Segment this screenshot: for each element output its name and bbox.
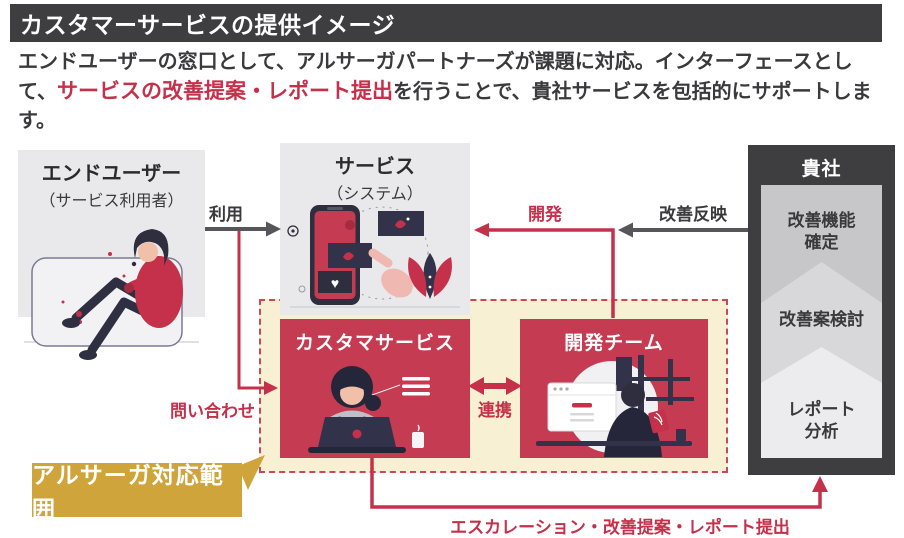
alsaga-scope-tag: アルサーガ対応範囲 <box>32 462 242 522</box>
intro-highlight: サービスの改善提案・レポート提出 <box>57 79 393 103</box>
end-user-box: エンドユーザー （サービス利用者） <box>18 150 205 360</box>
title-bar: カスタマーサービスの提供イメージ <box>10 4 882 42</box>
service-subtitle: （システム） <box>327 186 423 203</box>
customer-service-title: カスタマサービス <box>294 333 455 354</box>
stage-label-improvement-review: 改善案検討 <box>779 310 864 329</box>
svg-text:♥: ♥ <box>331 275 339 291</box>
escalation-label: エスカレーション・改善提案・レポート提出 <box>450 518 790 537</box>
improvement-label: 改善反映 <box>659 205 727 224</box>
alsaga-scope-label: アルサーガ対応範囲 <box>32 462 224 522</box>
end-user-subtitle: （サービス利用者） <box>39 193 184 210</box>
inquiry-label: 問い合わせ <box>170 402 255 421</box>
collaboration-label: 連携 <box>478 401 512 420</box>
stage-label-report-analysis: レポート 分析 <box>787 400 856 442</box>
page-title: カスタマーサービスの提供イメージ <box>20 12 396 38</box>
customer-service-illustration <box>308 366 430 453</box>
company-title: 貴社 <box>801 159 842 180</box>
end-user-illustration <box>24 229 199 360</box>
stage-label-improvement-decide: 改善機能 確定 <box>787 211 856 253</box>
service-title: サービス <box>335 156 415 178</box>
service-illustration: ♥ <box>287 205 460 308</box>
intro-part1: エンドユーザーの窓口として、アルサーガパートナーズが課題に対応。インターフェース… <box>18 51 853 103</box>
intro-text: エンドユーザーの窓口として、アルサーガパートナーズが課題に対応。インターフェース… <box>18 48 882 135</box>
company-stage-panel: 改善機能 確定 改善案検討 レポート 分析 <box>761 185 882 458</box>
dev-team-illustration <box>536 355 694 457</box>
customer-service-box: カスタマサービス <box>280 319 470 458</box>
intro-part2: を行うことで、貴社サービスを包括的にサポートします。 <box>18 80 872 132</box>
use-label: 利用 <box>209 205 243 224</box>
company-box: 貴社 改善機能 確定 改善案検討 レポート 分析 <box>748 145 895 475</box>
service-box: サービス （システム） ♥ <box>280 143 470 315</box>
dev-team-title: 開発チーム <box>564 333 664 354</box>
end-user-title: エンドユーザー <box>41 163 182 185</box>
development-label: 開発 <box>528 205 562 224</box>
dev-team-box: 開発チーム <box>520 319 708 458</box>
